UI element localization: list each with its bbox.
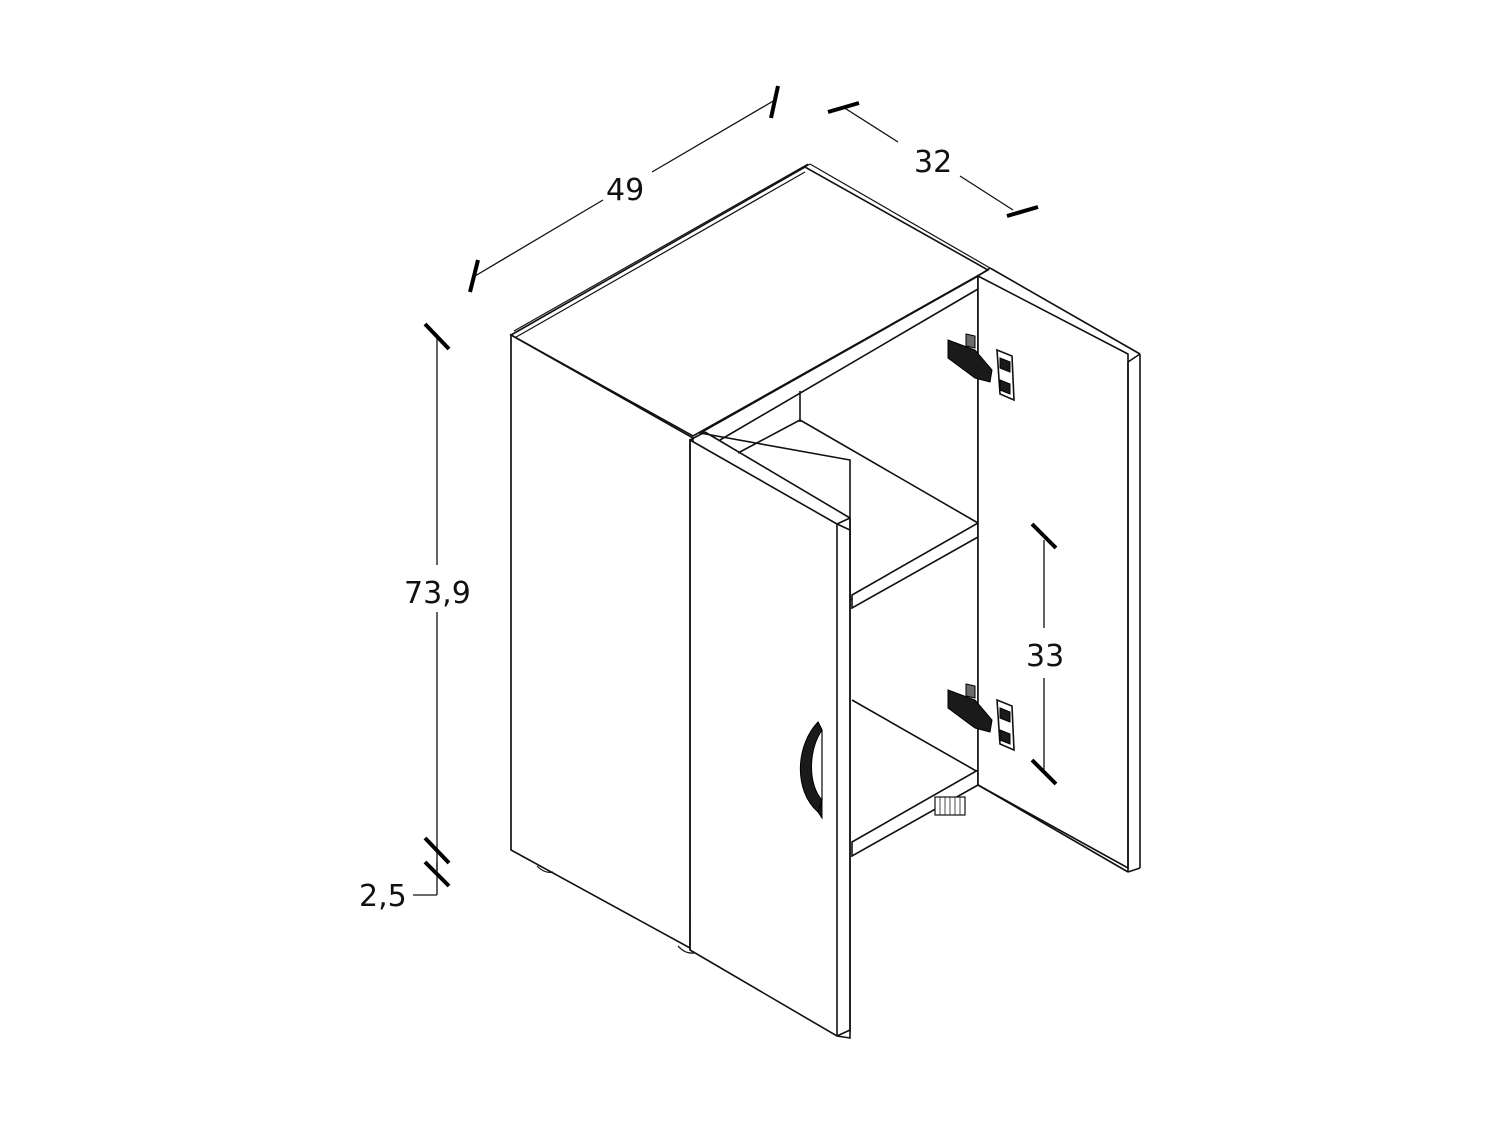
left-door[interactable] <box>689 431 851 1039</box>
depth-dimension: 32 <box>827 101 1039 218</box>
height-dimension: 73,9 <box>404 322 471 870</box>
hinge-bottom <box>947 683 1015 752</box>
hinge-spacing-label: 33 <box>1026 639 1064 674</box>
feet-dimension: 2,5 <box>359 860 451 914</box>
foot-front-left <box>536 865 554 873</box>
door-handle[interactable] <box>799 721 823 820</box>
hinge-top <box>947 333 1015 402</box>
cabinet-body <box>509 163 991 950</box>
foot-interior <box>934 796 966 816</box>
foot-front-middle <box>677 945 695 954</box>
width-dimension: 49 <box>468 85 780 293</box>
right-door[interactable] <box>977 267 1141 873</box>
height-label: 73,9 <box>404 576 471 611</box>
feet-label: 2,5 <box>359 879 407 914</box>
width-label: 49 <box>606 173 644 208</box>
depth-label: 32 <box>914 145 952 180</box>
hinge-spacing-dimension: 33 <box>1026 522 1064 786</box>
